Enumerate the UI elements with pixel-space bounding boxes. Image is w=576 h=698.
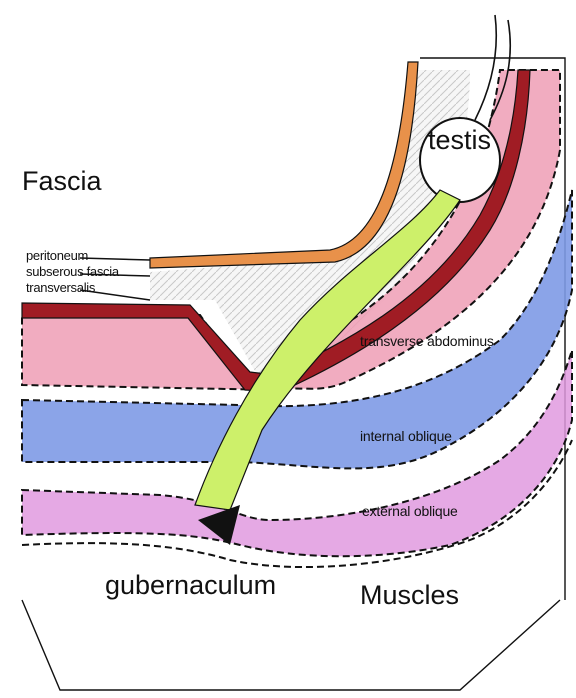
testis-label: testis xyxy=(428,125,491,156)
internal-oblique-label: internal oblique xyxy=(360,428,452,444)
peritoneum-label: peritoneum xyxy=(26,248,88,263)
subserous-fascia-label: subserous fascia xyxy=(26,264,119,279)
transversalis-label: transversalis xyxy=(26,280,95,295)
transverse-abdominus-label: transverse abdominus xyxy=(360,333,494,349)
fascia-heading: Fascia xyxy=(22,166,102,197)
external-oblique-label: external oblique xyxy=(362,503,458,519)
muscles-heading: Muscles xyxy=(360,580,459,611)
peritoneum-leader xyxy=(80,258,150,260)
gubernaculum-label: gubernaculum xyxy=(105,570,276,601)
